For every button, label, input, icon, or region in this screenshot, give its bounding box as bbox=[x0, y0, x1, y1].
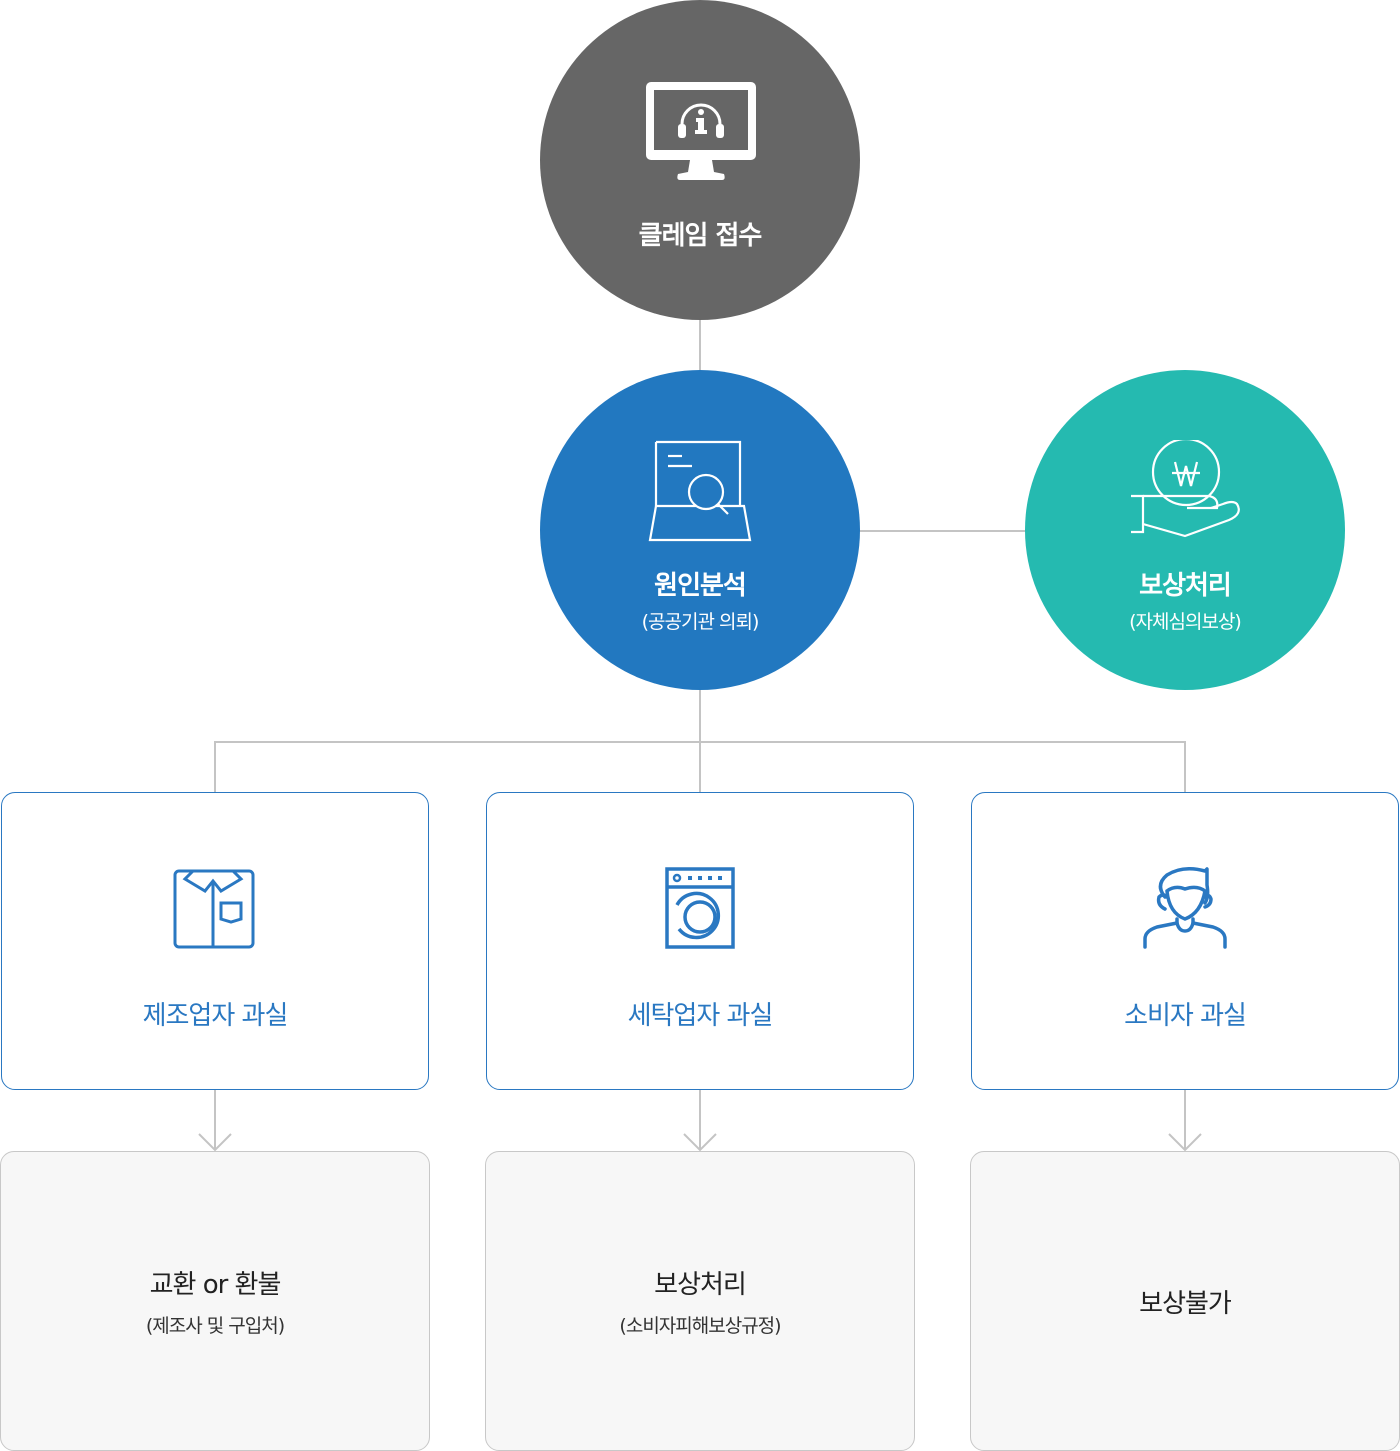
fault-label: 세탁업자 과실 bbox=[627, 1001, 774, 1031]
result-subtitle: (제조사 및 구입처) bbox=[145, 1315, 285, 1337]
person-icon bbox=[1143, 867, 1227, 949]
result-card-compensation: 보상처리 (소비자피해보상규정) bbox=[485, 1151, 915, 1451]
document-search-icon bbox=[648, 440, 752, 542]
connector-branch-left bbox=[214, 741, 216, 792]
node-title: 클레임 접수 bbox=[638, 221, 763, 251]
node-title: 원인분석 bbox=[654, 571, 747, 601]
node-compensation: 보상처리 (자체심의보상) bbox=[1025, 370, 1345, 690]
result-subtitle: (소비자피해보상규정) bbox=[619, 1315, 781, 1337]
connector-horizontal-branch bbox=[214, 741, 1186, 743]
node-subtitle: (공공기관 의뢰) bbox=[641, 611, 760, 633]
hand-won-coin-icon bbox=[1131, 440, 1240, 538]
monitor-headset-info-icon bbox=[646, 82, 756, 180]
result-card-no-compensation: 보상불가 bbox=[970, 1151, 1400, 1451]
connector-analysis-compensation bbox=[858, 530, 1026, 532]
fault-label: 소비자 과실 bbox=[1124, 1001, 1247, 1031]
fault-label: 제조업자 과실 bbox=[142, 1001, 289, 1031]
connector-analysis-down bbox=[699, 688, 701, 792]
arrow-down-icon bbox=[683, 1090, 717, 1152]
fault-card-manufacturer: 제조업자 과실 bbox=[1, 792, 429, 1090]
node-claim-receipt: 클레임 접수 bbox=[540, 0, 860, 320]
node-title: 보상처리 bbox=[1139, 571, 1232, 601]
result-card-exchange-refund: 교환 or 환불 (제조사 및 구입처) bbox=[0, 1151, 430, 1451]
result-title: 보상불가 bbox=[1139, 1288, 1232, 1319]
node-subtitle: (자체심의보상) bbox=[1129, 611, 1242, 633]
fault-card-laundry: 세탁업자 과실 bbox=[486, 792, 914, 1090]
fault-card-consumer: 소비자 과실 bbox=[971, 792, 1399, 1090]
result-title: 교환 or 환불 bbox=[149, 1270, 282, 1300]
node-cause-analysis: 원인분석 (공공기관 의뢰) bbox=[540, 370, 860, 690]
arrow-down-icon bbox=[198, 1090, 232, 1152]
shirt-icon bbox=[173, 869, 255, 949]
result-title: 보상처리 bbox=[654, 1270, 747, 1300]
connector-branch-right bbox=[1184, 741, 1186, 792]
washing-machine-icon bbox=[665, 867, 735, 949]
arrow-down-icon bbox=[1168, 1090, 1202, 1152]
connector-receipt-analysis bbox=[699, 318, 701, 372]
